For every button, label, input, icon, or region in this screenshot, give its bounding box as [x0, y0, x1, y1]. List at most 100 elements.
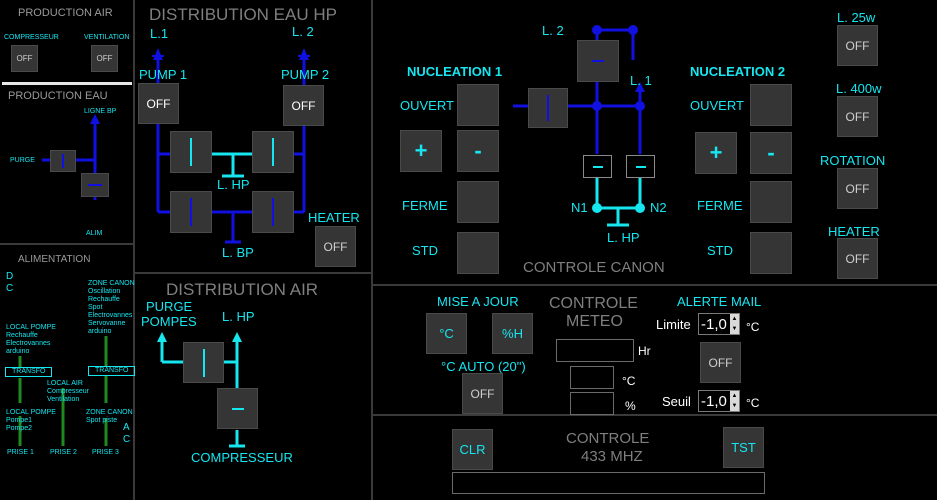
distribution-eau-hp-title: DISTRIBUTION EAU HP [149, 5, 337, 24]
l-hp-label: L. HP [217, 177, 250, 192]
valve-open-indicator [547, 95, 549, 121]
purge-label: PURGE [10, 157, 35, 164]
air-valve-purge[interactable] [183, 342, 224, 383]
dc-d-label: D [6, 271, 14, 282]
zone-canon-2-title: ZONE CANON [86, 409, 133, 416]
alim-valve[interactable] [81, 173, 109, 197]
controle-canon-title: CONTROLE CANON [523, 259, 665, 276]
limite-value: -1,0 [701, 315, 727, 333]
ligne-bp-label: LIGNE BP [84, 108, 117, 115]
local-pompe-item: Electrovannes [6, 340, 51, 347]
seuil-spinbox[interactable]: -1,0 ▲▼ [698, 390, 740, 412]
meteo-title-line2: METEO [566, 313, 623, 330]
local-air-block: LOCAL AIR Compresseur Ventilation [47, 380, 89, 404]
limite-spin-arrows[interactable]: ▲▼ [730, 314, 739, 334]
valve-bp-2[interactable] [252, 191, 294, 233]
ventilation-button[interactable]: OFF [91, 45, 118, 72]
limite-spinbox[interactable]: -1,0 ▲▼ [698, 313, 740, 335]
alim-label: ALIM [86, 230, 103, 237]
valve-hp-1[interactable] [170, 131, 212, 173]
zone-canon-2-block: ZONE CANON Spot piste [86, 409, 133, 425]
canon-heater-label: HEATER [828, 224, 880, 239]
radio-title-line1: CONTROLE [566, 430, 650, 447]
n2-ferme-button[interactable] [750, 181, 792, 223]
n2-plus-button[interactable]: + [695, 132, 737, 174]
n2-minus-button[interactable]: - [750, 132, 792, 174]
spin-up-icon[interactable]: ▲ [731, 393, 738, 399]
local-pompe-2-block: LOCAL POMPE Pompe1 Pompe2 [6, 409, 56, 433]
clr-button[interactable]: CLR [452, 429, 493, 470]
local-pompe-2-item: Pompe1 [6, 417, 33, 424]
spin-down-icon[interactable]: ▼ [731, 403, 738, 409]
meteo-title-line1: CONTROLE [549, 295, 638, 312]
nucleation2-label: NUCLEATION 2 [690, 64, 786, 79]
seuil-unit: °C [746, 396, 760, 410]
temperature-field [570, 366, 614, 389]
zone-canon-item: Electrovannes [88, 312, 133, 319]
ventilation-label: VENTILATION [84, 34, 130, 41]
separator [135, 272, 371, 274]
n2-ouvert-button[interactable] [750, 84, 792, 126]
zone-canon-2-item: Spot piste [86, 417, 118, 424]
l-bp-label: L. BP [222, 245, 254, 260]
air-compresseur-label: COMPRESSEUR [191, 450, 293, 465]
valve-hp-2[interactable] [252, 131, 294, 173]
n2-ouvert-label: OUVERT [690, 98, 744, 113]
n2-std-button[interactable] [750, 232, 792, 274]
spin-up-icon[interactable]: ▲ [731, 316, 738, 322]
celsius-button[interactable]: °C [426, 313, 467, 354]
production-air-title: PRODUCTION AIR [18, 7, 113, 19]
transfo-2: TRANSFO [88, 366, 136, 376]
purge-valve[interactable] [50, 150, 76, 172]
n1-ouvert-button[interactable] [457, 84, 499, 126]
pump1-button[interactable]: OFF [138, 83, 179, 124]
humidity-button[interactable]: %H [492, 313, 533, 354]
canon-valve-n1[interactable] [583, 155, 612, 178]
separator [371, 0, 373, 500]
l400w-label: L. 400w [836, 81, 882, 96]
valve-open-indicator [190, 198, 192, 226]
valve-closed-indicator [592, 60, 604, 62]
auto-button[interactable]: OFF [462, 373, 503, 414]
tst-button[interactable]: TST [723, 427, 764, 468]
pump2-button[interactable]: OFF [283, 85, 324, 126]
ac-a-label: A [123, 422, 130, 433]
n1-std-button[interactable] [457, 232, 499, 274]
alimentation-title: ALIMENTATION [18, 254, 91, 265]
canon-valve-n2[interactable] [626, 155, 655, 178]
compresseur-button[interactable]: OFF [11, 45, 38, 72]
canon-heater-button[interactable]: OFF [837, 238, 878, 279]
hr-field [556, 339, 634, 362]
rotation-label: ROTATION [820, 153, 886, 168]
air-compresseur-valve[interactable] [217, 388, 258, 429]
canon-valve-main[interactable] [528, 88, 568, 128]
n1-plus-button[interactable]: + [400, 130, 442, 172]
valve-closed-indicator [635, 165, 646, 168]
n2-ferme-label: FERME [697, 198, 743, 213]
valve-open-indicator [272, 138, 274, 166]
production-eau-title: PRODUCTION EAU [8, 90, 108, 102]
rotation-button[interactable]: OFF [837, 168, 878, 209]
auto-label: °C AUTO (20") [441, 359, 526, 374]
humidity-unit: % [625, 399, 636, 413]
n1-ferme-button[interactable] [457, 181, 499, 223]
canon-l-hp-label: L. HP [607, 230, 640, 245]
seuil-spin-arrows[interactable]: ▲▼ [730, 391, 739, 411]
canon-valve-l2[interactable] [577, 40, 619, 82]
l25w-button[interactable]: OFF [837, 25, 878, 66]
spin-down-icon[interactable]: ▼ [731, 326, 738, 332]
l400w-button[interactable]: OFF [837, 96, 878, 137]
n2-std-label: STD [707, 243, 733, 258]
valve-bp-1[interactable] [170, 191, 212, 233]
hr-unit: Hr [638, 344, 651, 358]
radio-title-line2: 433 MHZ [581, 448, 643, 465]
valve-open-indicator [190, 138, 192, 166]
local-air-item: Compresseur [47, 388, 90, 395]
limite-label: Limite [656, 317, 691, 332]
compresseur-label: COMPRESSEUR [4, 34, 59, 41]
alert-mail-button[interactable]: OFF [700, 342, 741, 383]
n1-minus-button[interactable]: - [457, 130, 499, 172]
heater-button[interactable]: OFF [315, 226, 356, 267]
zone-canon-item: arduino [88, 328, 112, 335]
